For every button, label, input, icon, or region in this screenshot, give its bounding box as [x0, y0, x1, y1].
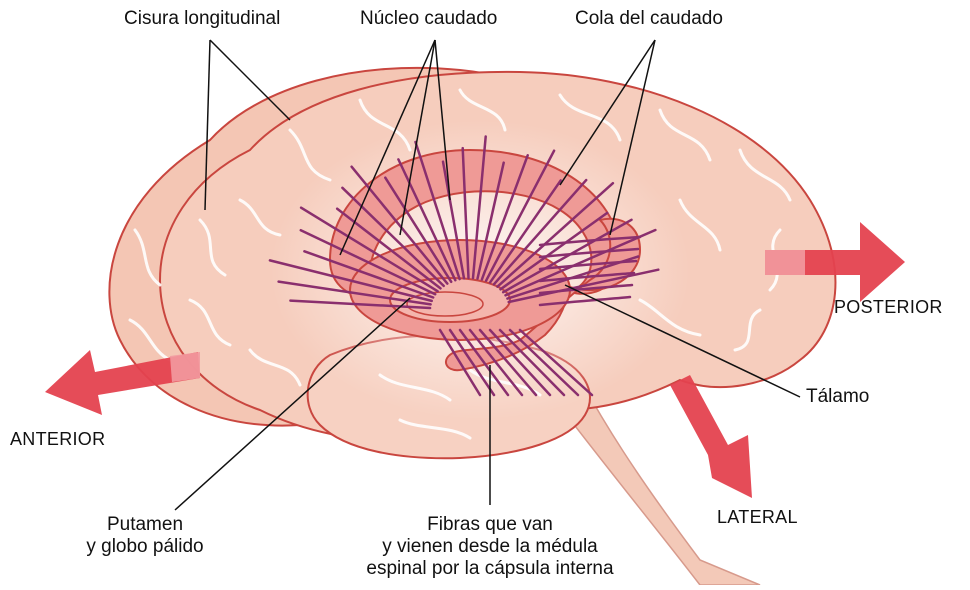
label-caudate-nucleus: Núcleo caudado — [360, 8, 498, 29]
fiber — [507, 268, 660, 304]
anterior-arrow — [45, 350, 200, 415]
label-fibers-line2: y vienen desde la médula — [382, 536, 598, 557]
fiber — [289, 299, 432, 310]
fiber — [508, 328, 580, 397]
label-fibers-line3: espinal por la cápsula interna — [366, 558, 614, 579]
fiber — [299, 206, 439, 293]
fiber — [484, 149, 556, 282]
fiber — [461, 146, 470, 280]
label-lateral: LATERAL — [717, 507, 798, 527]
fiber — [488, 328, 552, 397]
fiber — [441, 160, 466, 280]
lateral-arrow — [670, 375, 752, 498]
label-putamen-line2: y globo pálido — [86, 536, 204, 557]
fiber — [303, 250, 435, 299]
fiber — [538, 283, 634, 295]
direction-arrows — [45, 222, 905, 498]
fiber — [299, 228, 437, 296]
fiber — [384, 176, 453, 284]
label-anterior: ANTERIOR — [10, 429, 106, 449]
fiber — [471, 135, 487, 280]
fiber — [538, 295, 632, 307]
fiber — [488, 179, 562, 284]
label-thalamus: Tálamo — [806, 386, 870, 407]
label-caudate-tail: Cola del caudado — [575, 8, 723, 29]
label-fibers: Fibras que van y vienen desde la médula … — [330, 514, 650, 580]
label-posterior: POSTERIOR — [834, 297, 943, 317]
fiber — [480, 154, 529, 281]
fiber — [496, 181, 615, 288]
fiber — [538, 271, 636, 283]
label-fibers-line1: Fibras que van — [427, 514, 553, 535]
fiber — [277, 280, 432, 306]
fiber — [499, 211, 609, 291]
label-longitudinal-fissure: Cisura longitudinal — [124, 8, 281, 29]
internal-capsule-fibers — [268, 135, 660, 397]
fiber — [397, 158, 457, 282]
label-putamen-line1: Putamen — [106, 514, 184, 535]
label-putamen: Putamen y globo pálido — [60, 514, 230, 558]
fiber — [478, 328, 538, 397]
fiber — [468, 328, 524, 397]
fiber — [518, 328, 594, 397]
fiber — [438, 328, 482, 397]
fiber — [538, 235, 642, 247]
fiber — [504, 228, 657, 297]
fiber — [458, 328, 510, 397]
fiber — [498, 328, 566, 397]
fiber — [448, 328, 496, 397]
fiber — [414, 140, 461, 281]
posterior-arrow — [765, 222, 905, 302]
fiber — [538, 259, 638, 271]
fiber — [350, 165, 449, 285]
fiber — [268, 259, 433, 303]
fiber — [476, 161, 505, 280]
fiber — [538, 247, 640, 259]
leader-lines — [174, 39, 801, 511]
fiber — [341, 186, 445, 288]
fiber — [492, 178, 588, 286]
